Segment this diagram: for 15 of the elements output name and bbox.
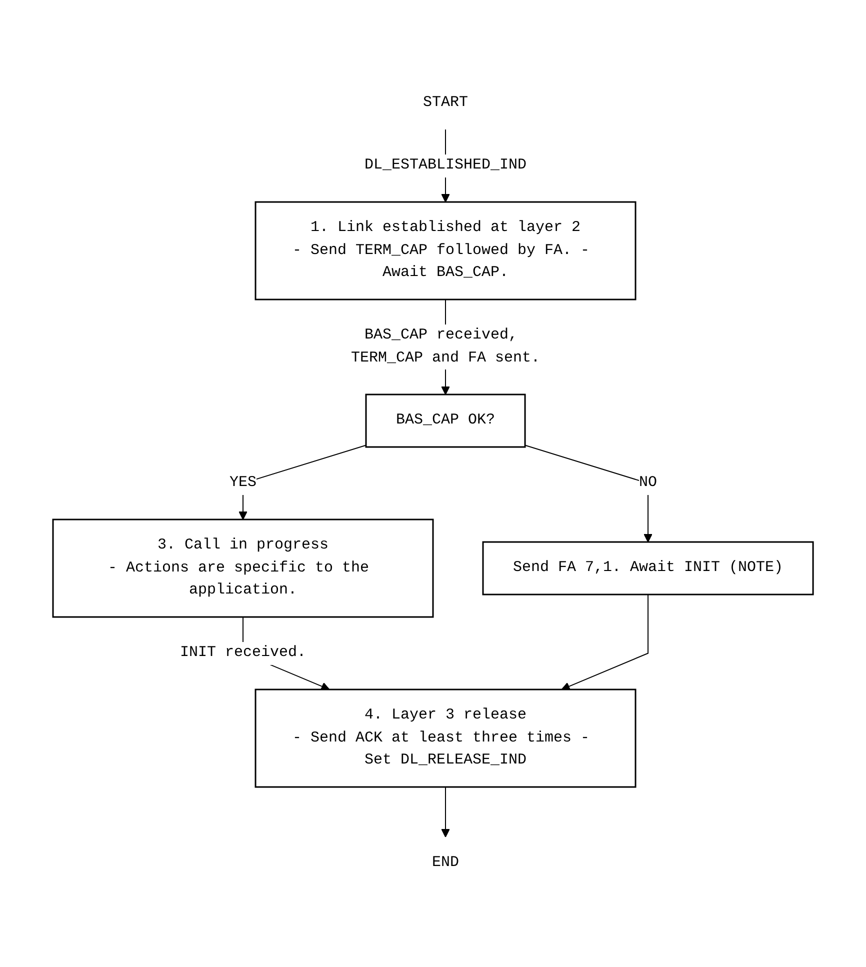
edge-label: INIT received. [180,644,306,662]
node-box: BAS_CAP OK? [365,394,526,448]
node-text: START [422,94,468,112]
edge-label: YES [229,474,256,492]
node-text: END [432,854,459,872]
arrow [524,445,652,543]
arrow [561,594,648,691]
node-box: 4. Layer 3 release - Send ACK at least three times - Set DL_RELEASE_IND [254,689,636,788]
node-box: 3. Call in progress - Actions are specific to the application. [52,519,434,618]
edge-label: NO [638,474,657,492]
node-box: Send FA 7,1. Await INIT (NOTE) [482,542,814,596]
arrow [441,786,450,838]
edge-label: DL_ESTABLISHED_IND [364,156,526,174]
node-box: 1. Link established at layer 2 - Send TERM_CAP followed by FA. - Await BAS_CAP. [254,202,636,300]
edge-label: BAS_CAP received, TERM_CAP and FA sent. [350,326,540,366]
